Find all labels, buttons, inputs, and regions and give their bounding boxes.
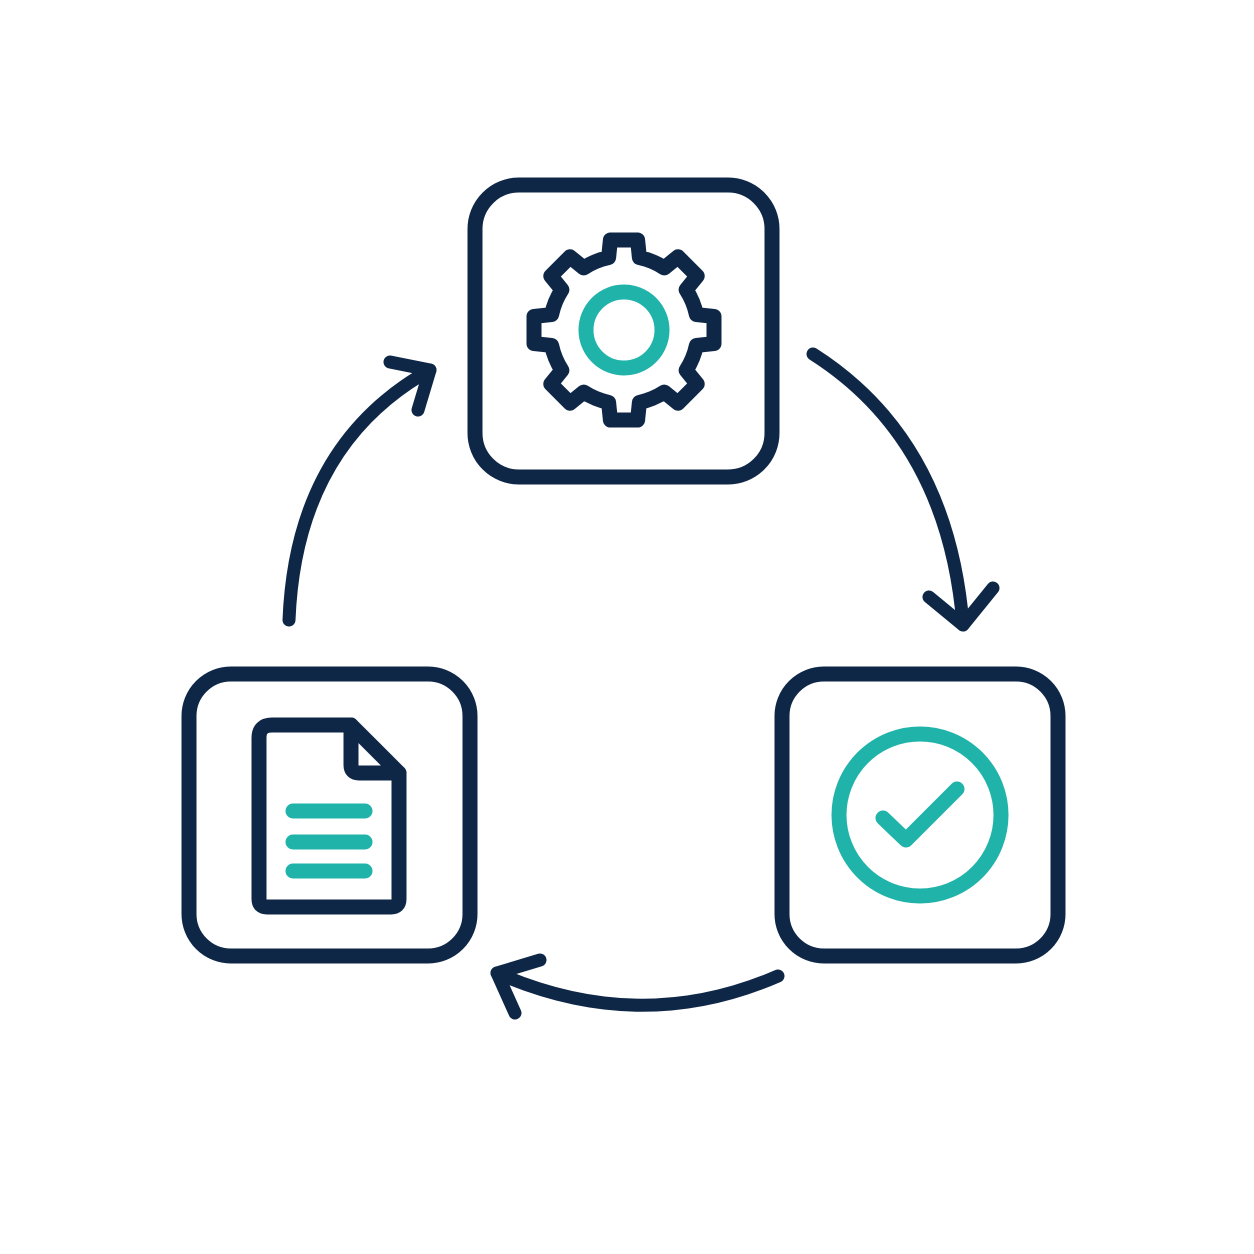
arrow-verify-to-document-curve bbox=[490, 966, 785, 1012]
arrow-document-to-process-curve bbox=[282, 363, 437, 627]
arrow-verify-to-document-head bbox=[490, 953, 547, 1020]
node-verify-frame bbox=[774, 666, 1066, 964]
arrow-document-to-process-head bbox=[383, 355, 437, 417]
gear-icon bbox=[526, 232, 722, 428]
node-verify bbox=[774, 666, 1066, 964]
check-circle-icon bbox=[831, 726, 1009, 904]
gear-hub bbox=[578, 284, 670, 376]
arrow-verify-to-document bbox=[490, 953, 785, 1020]
arrow-process-to-verify-head bbox=[922, 581, 1000, 632]
node-document bbox=[181, 666, 478, 964]
document-fold bbox=[343, 717, 407, 781]
check-circle-ring bbox=[831, 726, 1009, 904]
checkmark bbox=[875, 781, 965, 848]
arrow-process-to-verify bbox=[806, 347, 1000, 632]
document-page bbox=[251, 717, 407, 915]
document-icon bbox=[251, 717, 407, 915]
arrow-process-to-verify-curve bbox=[806, 347, 970, 632]
node-process bbox=[467, 177, 780, 485]
node-process-frame bbox=[467, 177, 780, 485]
gear-teeth bbox=[526, 232, 722, 428]
arrow-document-to-process bbox=[282, 355, 437, 627]
